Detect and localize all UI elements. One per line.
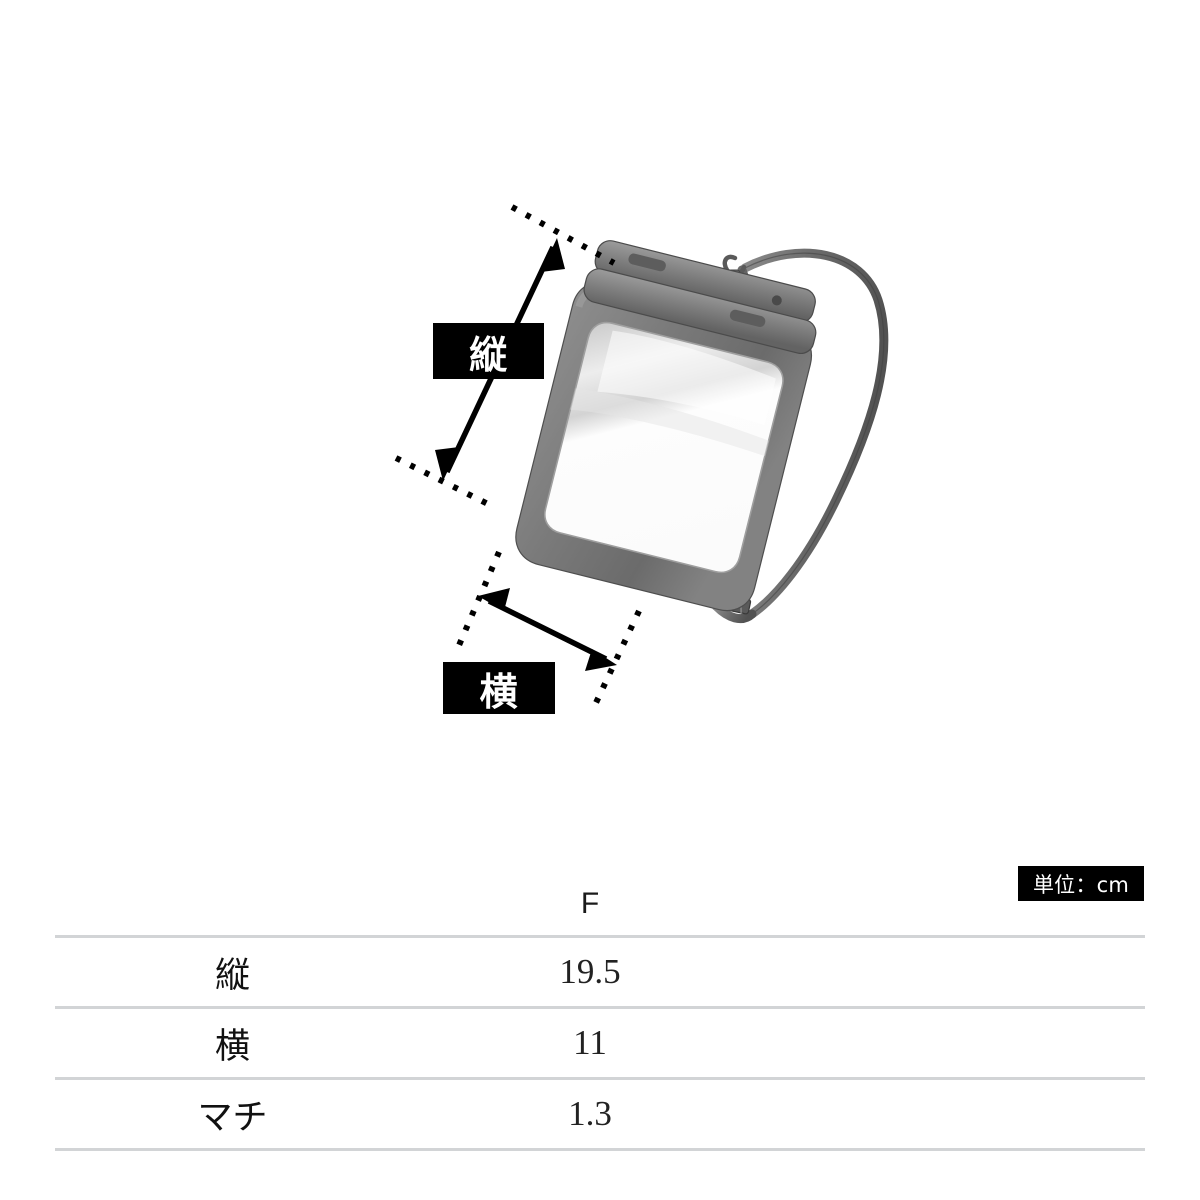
column-header-size-f: F [580, 886, 600, 920]
height-upper-extension-line [510, 204, 616, 266]
row-value-width: 11 [573, 1023, 607, 1062]
row-label-width: 横 [214, 1026, 250, 1067]
width-left-extension-line [454, 550, 502, 652]
product-illustration [394, 204, 889, 709]
unit-badge: 単位：cm [1018, 866, 1144, 901]
row-spacer [770, 1008, 1145, 1079]
row-value-gusset: 1.3 [568, 1094, 612, 1133]
row-label-gusset: マチ [197, 1097, 268, 1138]
height-dimension-label: 縦 [433, 323, 544, 379]
seal-clip-bottom [583, 268, 817, 355]
table-row: マチ 1.3 [55, 1078, 1145, 1150]
width-dimension [454, 550, 642, 709]
row-label-height: 縦 [214, 955, 250, 996]
pouch-body [515, 240, 817, 612]
size-table-header: F [55, 872, 1145, 937]
table-row: 横 11 [55, 1007, 1145, 1079]
table-header-row: F [55, 872, 1145, 937]
table-row: 縦 19.5 [55, 936, 1145, 1008]
row-value-height: 19.5 [559, 952, 621, 991]
column-header-blank [55, 872, 410, 937]
size-table-body: 縦 19.5 横 11 マチ 1.3 [55, 936, 1145, 1150]
size-table: F 縦 19.5 横 11 マチ 1.3 [55, 872, 1145, 1151]
width-right-extension-line [591, 609, 642, 709]
width-dimension-label: 横 [443, 662, 555, 714]
width-arrow [478, 588, 617, 671]
height-lower-extension-line [394, 455, 496, 510]
row-spacer [770, 937, 1145, 1008]
row-spacer [770, 1079, 1145, 1150]
